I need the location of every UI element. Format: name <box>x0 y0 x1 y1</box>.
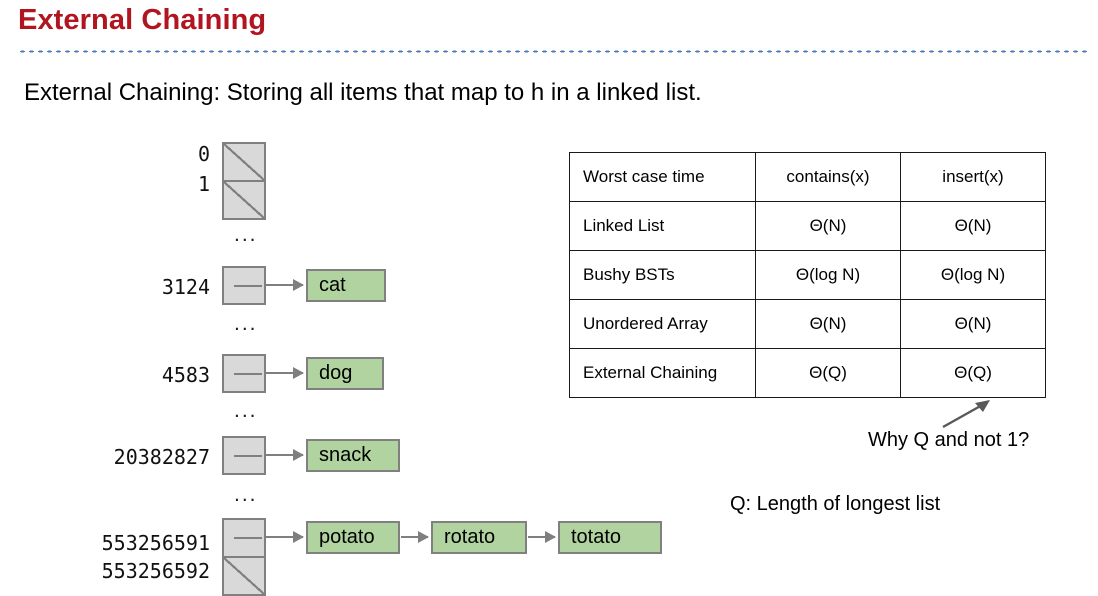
table-cell-structure: Unordered Array <box>569 299 756 349</box>
bucket-gap-ellipsis: ... <box>234 312 258 335</box>
bucket-index-label: 0 <box>197 142 210 166</box>
chain-arrow <box>265 531 304 543</box>
chain-arrow <box>528 531 556 543</box>
bucket-cell-filled <box>222 266 266 305</box>
table-cell-structure: Linked List <box>569 201 756 251</box>
chain-arrow <box>265 279 304 291</box>
chain-arrow <box>401 531 429 543</box>
bucket-cell-empty <box>222 142 266 181</box>
bucket-cell-filled <box>222 354 266 393</box>
chain-node: rotato <box>431 521 527 554</box>
bucket-cell-empty <box>222 181 266 220</box>
chain-node: cat <box>306 269 386 302</box>
chain-arrow <box>265 449 304 461</box>
bucket-gap-ellipsis: ... <box>234 399 258 422</box>
table-row: External Chaining Θ(Q) Θ(Q) <box>569 348 1046 398</box>
chain-node: snack <box>306 439 400 472</box>
complexity-table: Worst case time contains(x) insert(x) Li… <box>569 152 1046 398</box>
table-cell-structure: Bushy BSTs <box>569 250 756 300</box>
table-cell-contains: Θ(N) <box>755 201 901 251</box>
chain-arrow <box>265 367 304 379</box>
bucket-index-label: 4583 <box>161 363 210 387</box>
bucket-index-label: 553256591 <box>101 531 210 555</box>
bucket-index-label: 1 <box>197 172 210 196</box>
why-q-annotation: Why Q and not 1? <box>868 429 1030 451</box>
bucket-index-label: 553256592 <box>101 559 210 583</box>
q-definition-annotation: Q: Length of longest list <box>730 493 941 515</box>
table-header-cell: Worst case time <box>569 152 756 202</box>
table-row: Linked List Θ(N) Θ(N) <box>569 201 1046 251</box>
table-header-cell: insert(x) <box>900 152 1046 202</box>
table-header-cell: contains(x) <box>755 152 901 202</box>
table-cell-structure: External Chaining <box>569 348 756 398</box>
chain-node: totato <box>558 521 662 554</box>
table-cell-insert: Θ(log N) <box>900 250 1046 300</box>
table-row: Unordered Array Θ(N) Θ(N) <box>569 299 1046 349</box>
table-cell-insert: Θ(N) <box>900 201 1046 251</box>
table-row: Bushy BSTs Θ(log N) Θ(log N) <box>569 250 1046 300</box>
bucket-gap-ellipsis: ... <box>234 483 258 506</box>
bucket-cell-filled <box>222 518 266 557</box>
chain-node: dog <box>306 357 384 390</box>
bucket-cell-empty <box>222 557 266 596</box>
bucket-cell-filled <box>222 436 266 475</box>
callout-arrow-icon <box>942 400 990 429</box>
page-title: External Chaining <box>18 4 267 36</box>
table-cell-insert: Θ(Q) <box>900 348 1046 398</box>
table-cell-contains: Θ(log N) <box>755 250 901 300</box>
bucket-index-label: 3124 <box>161 275 210 299</box>
table-cell-contains: Θ(N) <box>755 299 901 349</box>
bucket-gap-ellipsis: ... <box>234 223 258 246</box>
title-divider <box>18 50 1088 53</box>
chain-node: potato <box>306 521 400 554</box>
table-cell-contains: Θ(Q) <box>755 348 901 398</box>
table-header-row: Worst case time contains(x) insert(x) <box>569 152 1046 202</box>
external-chaining-diagram: 0 1 ... 3124 cat ... 4583 dog ... 203828… <box>101 142 662 596</box>
table-cell-insert: Θ(N) <box>900 299 1046 349</box>
subtitle-text: External Chaining: Storing all items tha… <box>24 79 702 106</box>
bucket-index-label: 20382827 <box>113 445 210 469</box>
